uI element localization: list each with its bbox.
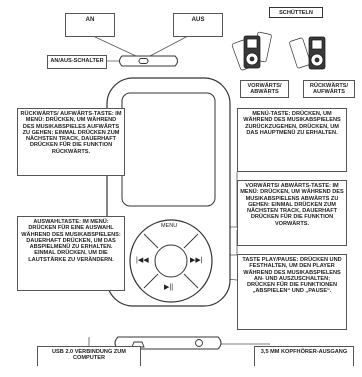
label-rueckwaerts-aufwaerts: RÜCKWÄRTS/ AUFWÄRTS bbox=[303, 80, 355, 98]
label-vorwaerts-abwaerts: VORWÄRTS/ ABWÄRTS bbox=[240, 80, 289, 98]
leader-aus bbox=[149, 35, 189, 57]
label-rueckwaerts-taste: RÜCKWÄRTS/ AUFWÄRTS-TASTE: IM MENÜ: DRÜC… bbox=[17, 108, 125, 176]
play-pause-button-icon: ▶|| bbox=[164, 284, 174, 291]
label-schalter: AN/AUS-SCHALTER bbox=[47, 55, 107, 69]
prev-button-icon: |◀◀ bbox=[136, 257, 149, 264]
label-vorwaerts-taste: VORWÄRTS/ ABWÄRTS-TASTE: IM MENÜ: DRÜCKE… bbox=[237, 180, 347, 246]
next-button-icon: ▶▶| bbox=[190, 257, 203, 264]
label-play-pause: TASTE PLAY/PAUSE: DRÜCKEN UND FESTHALTEN… bbox=[237, 254, 347, 330]
switch-top-view bbox=[119, 55, 178, 67]
shake-icon-down bbox=[231, 31, 272, 71]
label-schuetteln: SCHÜTTELN bbox=[269, 7, 323, 18]
label-an: AN bbox=[65, 13, 115, 37]
label-menue-taste: MENÜ-TASTE: DRÜCKEN, UM WÄHREND DES MUSI… bbox=[237, 108, 347, 172]
player-body bbox=[106, 77, 231, 307]
player-bottom-view bbox=[114, 336, 222, 350]
label-aus: AUS bbox=[173, 13, 223, 37]
shake-icon-up bbox=[289, 36, 326, 70]
menu-button-label: MENU bbox=[161, 223, 178, 229]
label-auswahltaste: AUSWAHLTASTE: IM MENÜ: DRÜCKEN FÜR EINE … bbox=[17, 216, 125, 291]
leader-an bbox=[92, 35, 137, 57]
label-usb: USB 2.0 VERBINDUNG ZUM COMPUTER bbox=[37, 346, 141, 366]
label-kopfhoerer: 3,5 mm KOPFHÖRER-AUSGANG bbox=[254, 346, 354, 366]
